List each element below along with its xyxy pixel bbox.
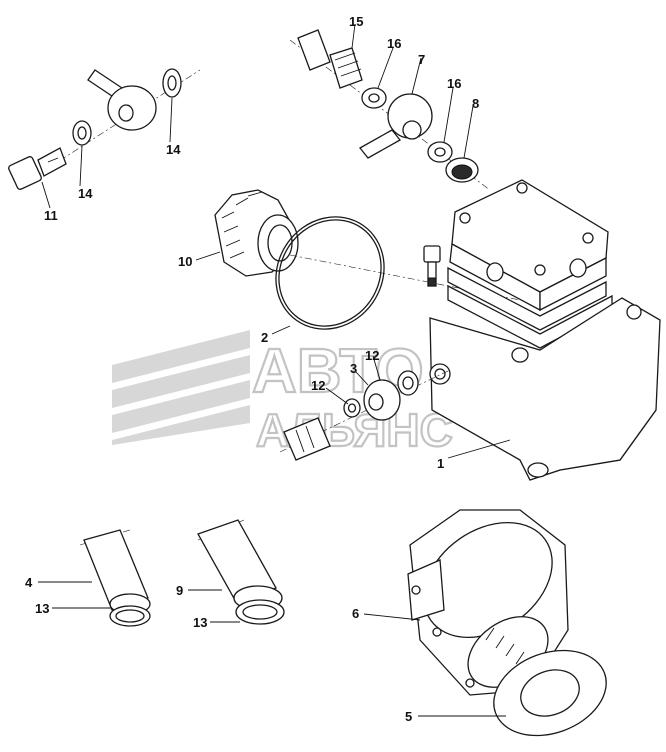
part-group-gear — [214, 189, 521, 330]
callout-16-upper: 16 — [387, 36, 401, 51]
callout-9: 9 — [176, 583, 183, 598]
part-main-body — [423, 179, 661, 481]
callout-12-lower: 12 — [311, 378, 325, 393]
callout-2: 2 — [261, 330, 268, 345]
part-group-drive — [407, 509, 607, 737]
leader-lines — [38, 23, 511, 717]
callout-11: 11 — [44, 208, 58, 223]
part-group-sleeves — [79, 519, 285, 627]
part-group-top-banjo — [289, 29, 491, 191]
callout-1: 1 — [437, 456, 444, 471]
callout-15: 15 — [349, 14, 363, 29]
callout-13-left: 13 — [35, 601, 49, 616]
part-group-left-banjo — [8, 68, 201, 190]
watermark-logo: АВТО АЛЬЯНС — [112, 330, 454, 457]
callout-12-upper: 12 — [365, 348, 379, 363]
callout-labels: 11 14 14 15 16 7 16 8 10 2 12 3 12 1 4 1… — [25, 14, 479, 724]
callout-4: 4 — [25, 575, 33, 590]
callout-13-right: 13 — [193, 615, 207, 630]
callout-10: 10 — [178, 254, 192, 269]
callout-5: 5 — [405, 709, 412, 724]
callout-3: 3 — [350, 361, 357, 376]
part-group-middle-banjo — [279, 369, 451, 461]
callout-7: 7 — [418, 52, 425, 67]
callout-16-lower: 16 — [447, 76, 461, 91]
callout-14-lower: 14 — [78, 186, 93, 201]
callout-14-upper: 14 — [166, 142, 181, 157]
callout-6: 6 — [352, 606, 359, 621]
callout-8: 8 — [472, 96, 479, 111]
